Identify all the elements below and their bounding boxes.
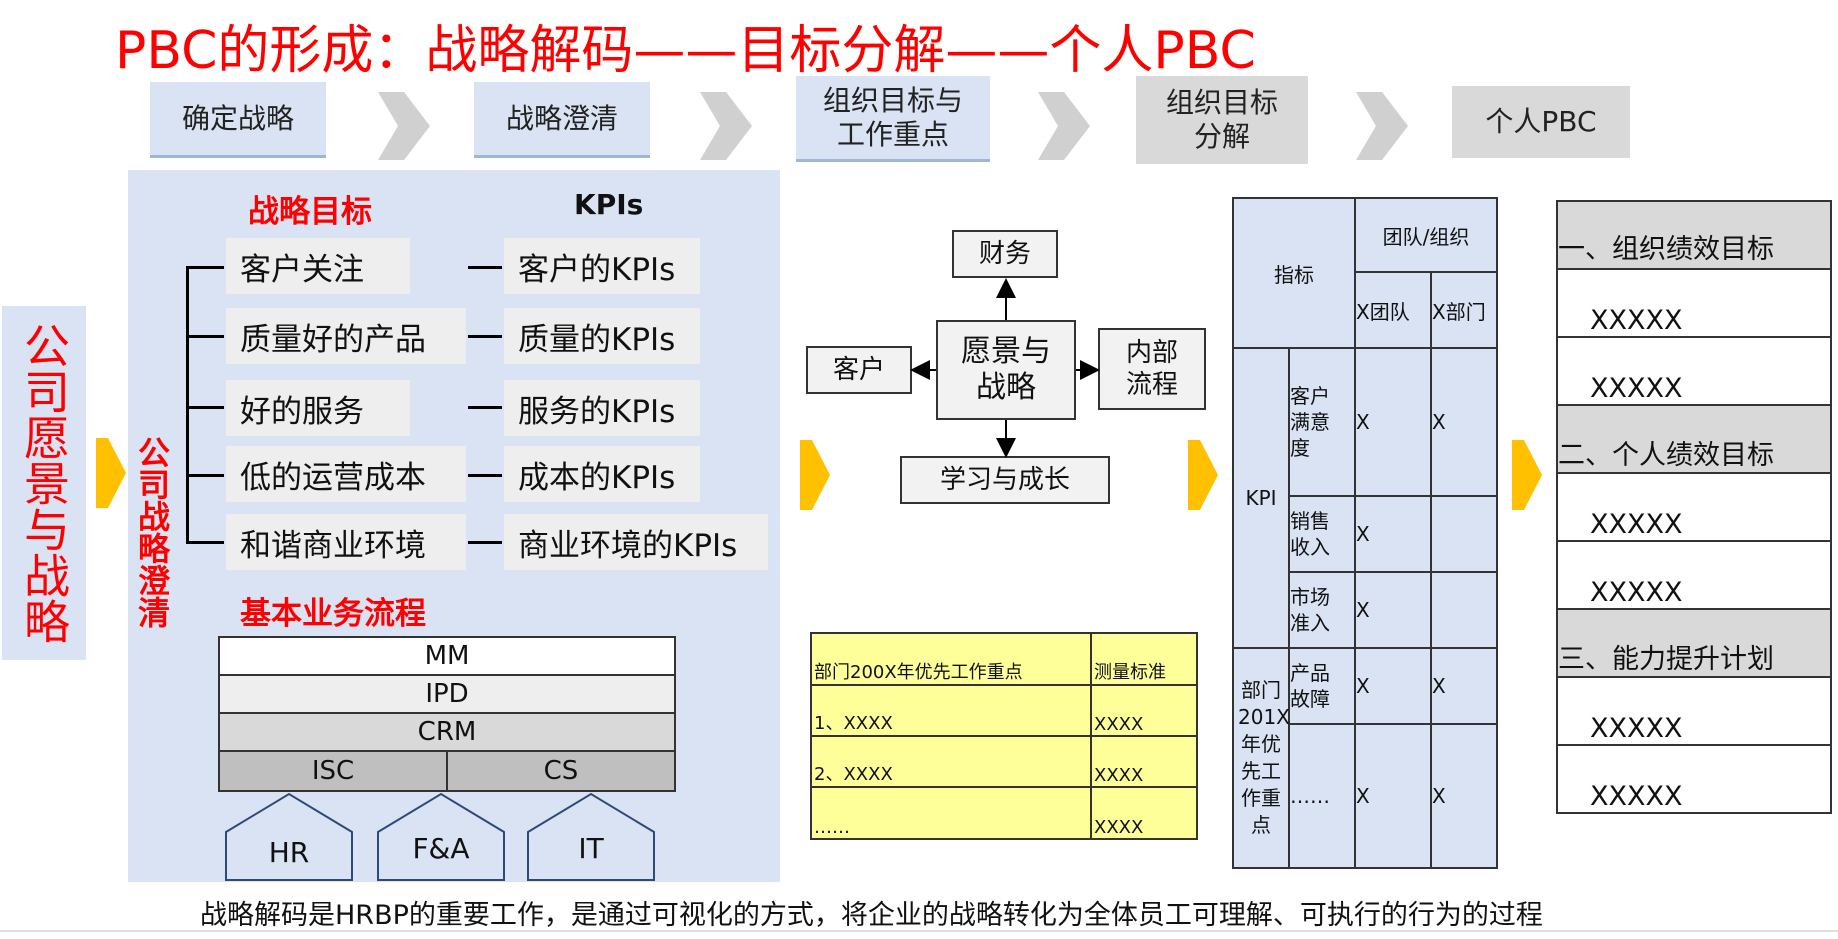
bsc-center: 愿景与战略 — [936, 320, 1076, 420]
team-org-header: 团队/组织 — [1354, 197, 1498, 273]
vision-strategy-box: 公司愿景与战略 — [2, 306, 86, 660]
pbc-section-personal: 二、个人绩效目标 — [1556, 404, 1832, 474]
clarify-vertical-label: 公司战略澄清 — [133, 436, 171, 628]
process-row-cs: CS — [446, 750, 676, 792]
team-header: X团队 — [1354, 271, 1432, 349]
process-row-isc: ISC — [218, 750, 448, 792]
measure-header: 测量标准 — [1090, 632, 1198, 686]
dept-item-name: …… — [1288, 723, 1356, 869]
chevron-right-icon — [1038, 92, 1090, 160]
priority-header: 部门200X年优先工作重点 — [810, 632, 1092, 686]
dept-item-name: 产品故障 — [1288, 647, 1356, 725]
house-shape — [225, 792, 353, 881]
dept-header: X部门 — [1430, 271, 1498, 349]
priority-table: 部门200X年优先工作重点 测量标准 1、XXXX XXXX 2、XXXX XX… — [810, 632, 1198, 840]
house-shape — [527, 792, 655, 881]
kpi-dept-cell: X — [1430, 347, 1498, 497]
pbc-list: 一、组织绩效目标 XXXXX XXXXX 二、个人绩效目标 XXXXX XXXX… — [1556, 200, 1832, 826]
support-fa: F&A — [412, 832, 470, 865]
bsc-finance: 财务 — [952, 230, 1058, 278]
measure-cell: XXXX — [1090, 735, 1198, 788]
kpi-dept-cell — [1430, 571, 1498, 649]
dept-dept-cell: X — [1430, 723, 1498, 869]
goal-item: 和谐商业环境 — [226, 514, 466, 570]
support-it: IT — [578, 832, 604, 865]
goal-item: 低的运营成本 — [226, 446, 466, 502]
kpi-item-name: 市场准入 — [1288, 571, 1356, 649]
footer-caption: 战略解码是HRBP的重要工作，是通过可视化的方式，将企业的战略转化为全体员工可理… — [200, 900, 1543, 931]
step-confirm-strategy: 确定战略 — [150, 82, 326, 158]
tree-bracket — [186, 266, 189, 544]
process-row-crm: CRM — [218, 712, 676, 752]
dept-group-label: 部门201X年优先工作重点 — [1232, 647, 1290, 869]
kpi-decomposition-table: 指标 团队/组织 X团队 X部门 KPI 客户满意度 X X 销售收入 X 市场… — [1232, 197, 1498, 869]
step-org-goals: 组织目标与工作重点 — [796, 76, 990, 162]
pbc-item: XXXXX — [1556, 676, 1832, 746]
priority-cell: …… — [810, 786, 1092, 840]
goal-item: 客户关注 — [226, 238, 410, 294]
pbc-item: XXXXX — [1556, 744, 1832, 814]
kpi-item: 商业环境的KPIs — [504, 514, 768, 570]
support-hr: HR — [268, 836, 310, 869]
dept-team-cell: X — [1354, 647, 1432, 725]
process-row-ipd: IPD — [218, 674, 676, 714]
kpi-dept-cell — [1430, 495, 1498, 573]
footer-divider — [0, 930, 1838, 932]
goal-item: 好的服务 — [226, 380, 410, 436]
pbc-section-org: 一、组织绩效目标 — [1556, 200, 1832, 270]
indicator-header: 指标 — [1232, 197, 1356, 349]
priority-cell: 1、XXXX — [810, 684, 1092, 737]
chevron-right-icon — [1356, 92, 1408, 160]
chevron-right-icon — [700, 92, 752, 160]
bsc-internal-process: 内部流程 — [1098, 328, 1206, 410]
pbc-item: XXXXX — [1556, 336, 1832, 406]
house-shape — [377, 792, 505, 881]
pbc-item: XXXXX — [1556, 472, 1832, 542]
kpi-group-label: KPI — [1232, 347, 1290, 649]
pbc-item: XXXXX — [1556, 268, 1832, 338]
kpi-item-name: 客户满意度 — [1288, 347, 1356, 497]
goal-item: 质量好的产品 — [226, 308, 466, 364]
dept-team-cell: X — [1354, 723, 1432, 869]
kpi-item-name: 销售收入 — [1288, 495, 1356, 573]
page-title: PBC的形成：战略解码——目标分解——个人PBC — [115, 21, 1256, 81]
kpis-heading: KPIs — [574, 188, 644, 221]
kpi-item: 质量的KPIs — [504, 308, 700, 364]
vision-strategy-label: 公司愿景与战略 — [17, 322, 71, 644]
arrow-right-icon — [1512, 440, 1542, 510]
arrow-right-icon — [800, 440, 830, 510]
measure-cell: XXXX — [1090, 786, 1198, 840]
pbc-section-capability: 三、能力提升计划 — [1556, 608, 1832, 678]
process-heading: 基本业务流程 — [240, 596, 426, 632]
kpi-team-cell: X — [1354, 571, 1432, 649]
pbc-item: XXXXX — [1556, 540, 1832, 610]
priority-cell: 2、XXXX — [810, 735, 1092, 788]
step-clarify-strategy: 战略澄清 — [474, 82, 650, 158]
step-org-goal-breakdown: 组织目标分解 — [1136, 76, 1308, 164]
kpi-item: 客户的KPIs — [504, 238, 700, 294]
kpi-item: 服务的KPIs — [504, 380, 700, 436]
dept-dept-cell: X — [1430, 647, 1498, 725]
kpi-team-cell: X — [1354, 347, 1432, 497]
strategy-goals-heading: 战略目标 — [248, 194, 372, 230]
chevron-right-icon — [378, 92, 430, 160]
kpi-item: 成本的KPIs — [504, 446, 700, 502]
measure-cell: XXXX — [1090, 684, 1198, 737]
step-personal-pbc: 个人PBC — [1452, 86, 1630, 158]
process-row-mm: MM — [218, 636, 676, 676]
arrow-right-icon — [1188, 440, 1218, 510]
kpi-team-cell: X — [1354, 495, 1432, 573]
bsc-arrows — [910, 278, 1100, 458]
arrow-right-icon — [96, 438, 126, 508]
